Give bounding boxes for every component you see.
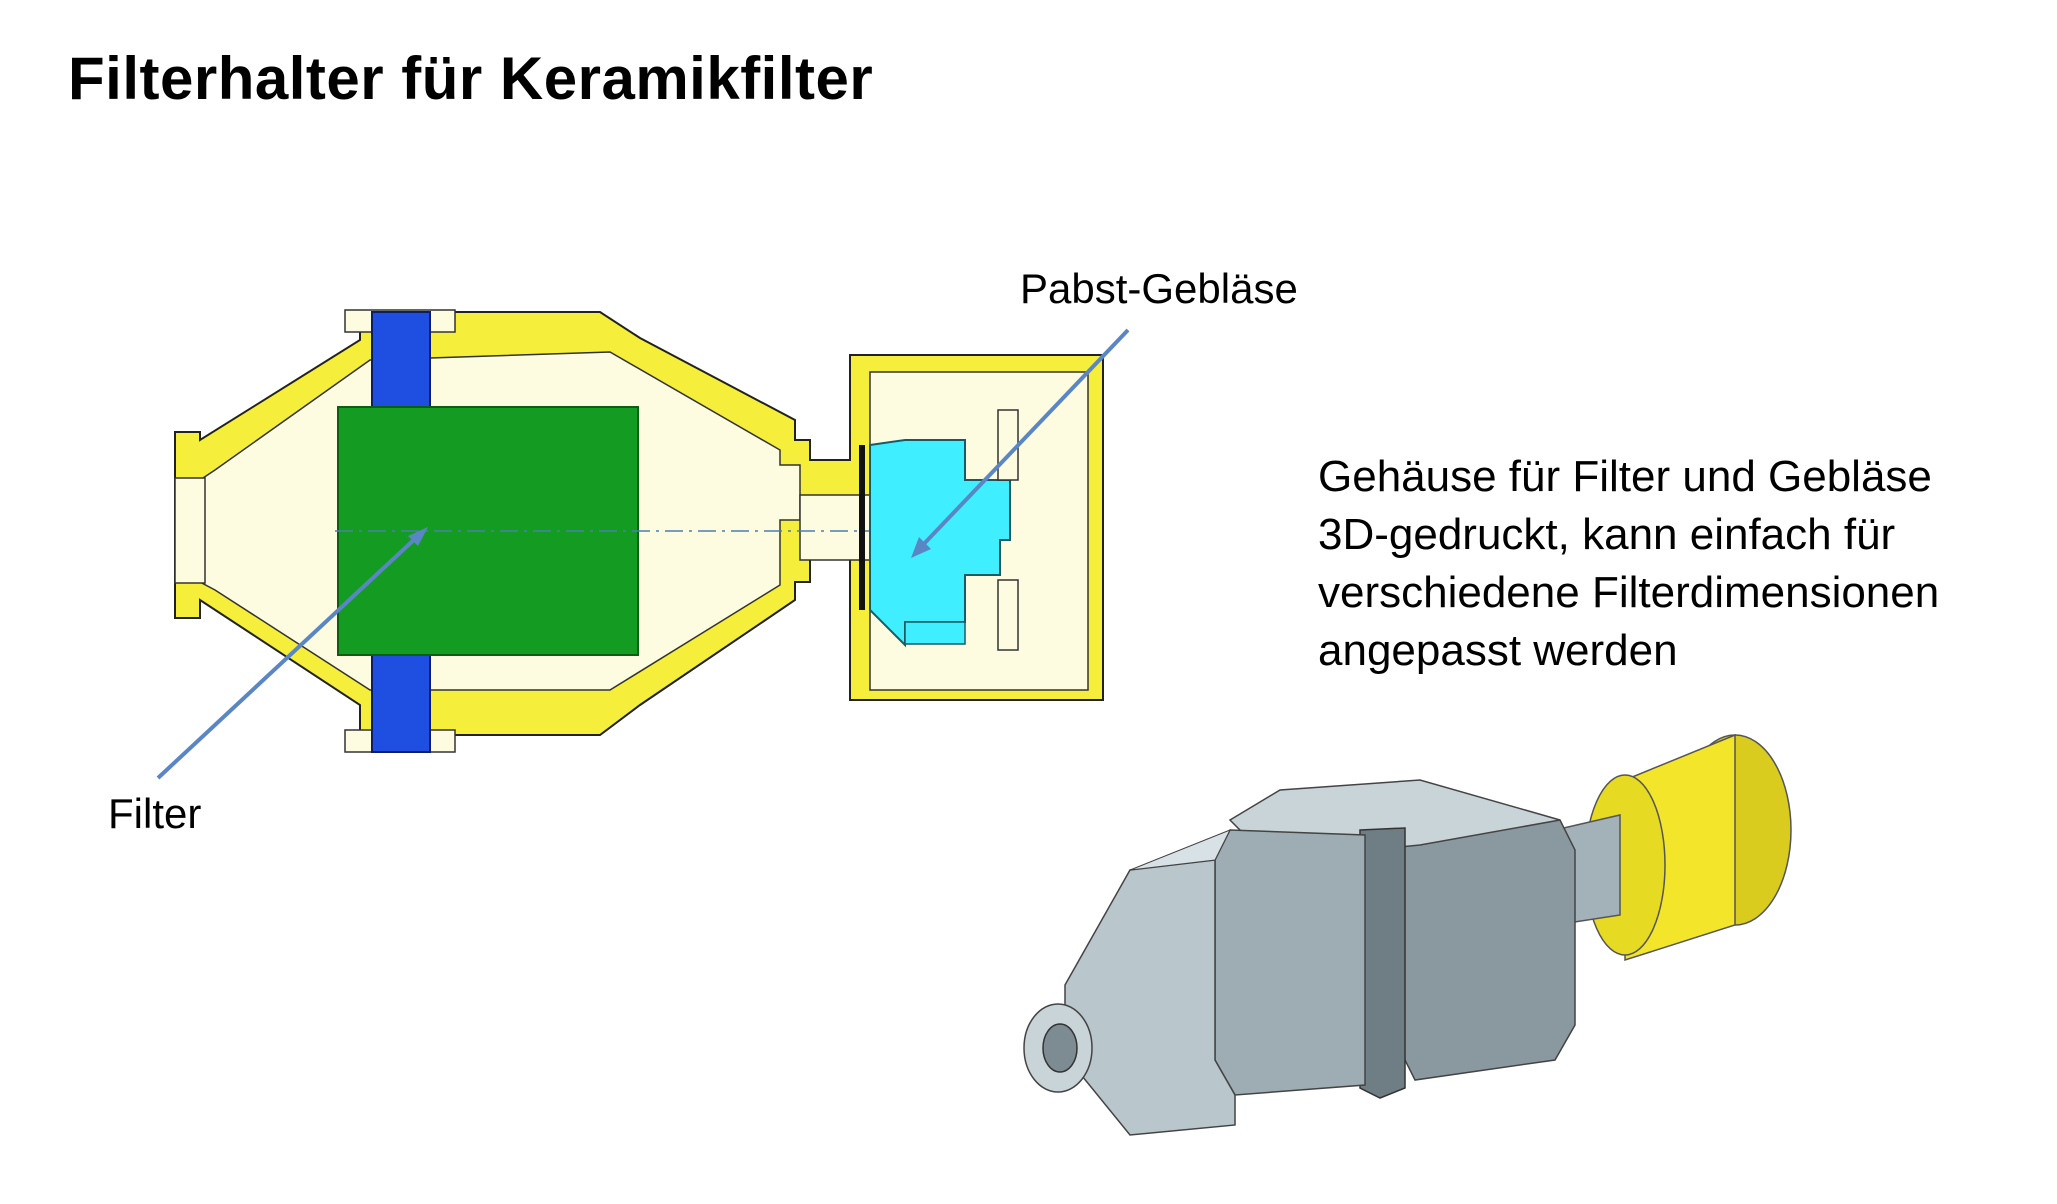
description-line: Gehäuse für Filter und Gebläse (1318, 452, 1932, 501)
gasket-top (371, 311, 431, 408)
filter-label: Filter (108, 790, 202, 837)
connecting-tube (799, 494, 871, 561)
render-front-box (1214, 829, 1366, 1096)
blower-arrow (918, 328, 1130, 550)
blower-arrowhead (911, 537, 931, 558)
housing-render-3d (1023, 733, 1792, 1136)
description: Gehäuse für Filter und Gebläse 3D-gedruc… (1318, 448, 2038, 680)
filter-arrow (156, 534, 420, 780)
render-flange (1359, 827, 1406, 1099)
render-inlet-inner (1042, 1023, 1078, 1073)
annotation-arrows (156, 328, 1130, 780)
render-nose (1064, 859, 1236, 1136)
render-nose-top (1129, 829, 1232, 871)
description-line: verschiedene Filterdimensionen (1318, 568, 1940, 617)
support-top (997, 409, 1019, 481)
blower-motor (904, 621, 966, 645)
description-line: 3D-gedruckt, kann einfach für (1318, 510, 1896, 559)
support-bottom (997, 579, 1019, 651)
gasket-bottom (371, 654, 431, 753)
inlet-stub (174, 477, 206, 584)
filter-arrowhead (408, 527, 428, 546)
slide-title: Filterhalter für Keramikfilter (68, 45, 874, 112)
description-line: angepasst werden (1318, 626, 1678, 675)
render-rear-box (1399, 809, 1576, 1081)
cross-section-view (174, 309, 1104, 753)
blower-label: Pabst-Gebläse (1020, 265, 1298, 312)
